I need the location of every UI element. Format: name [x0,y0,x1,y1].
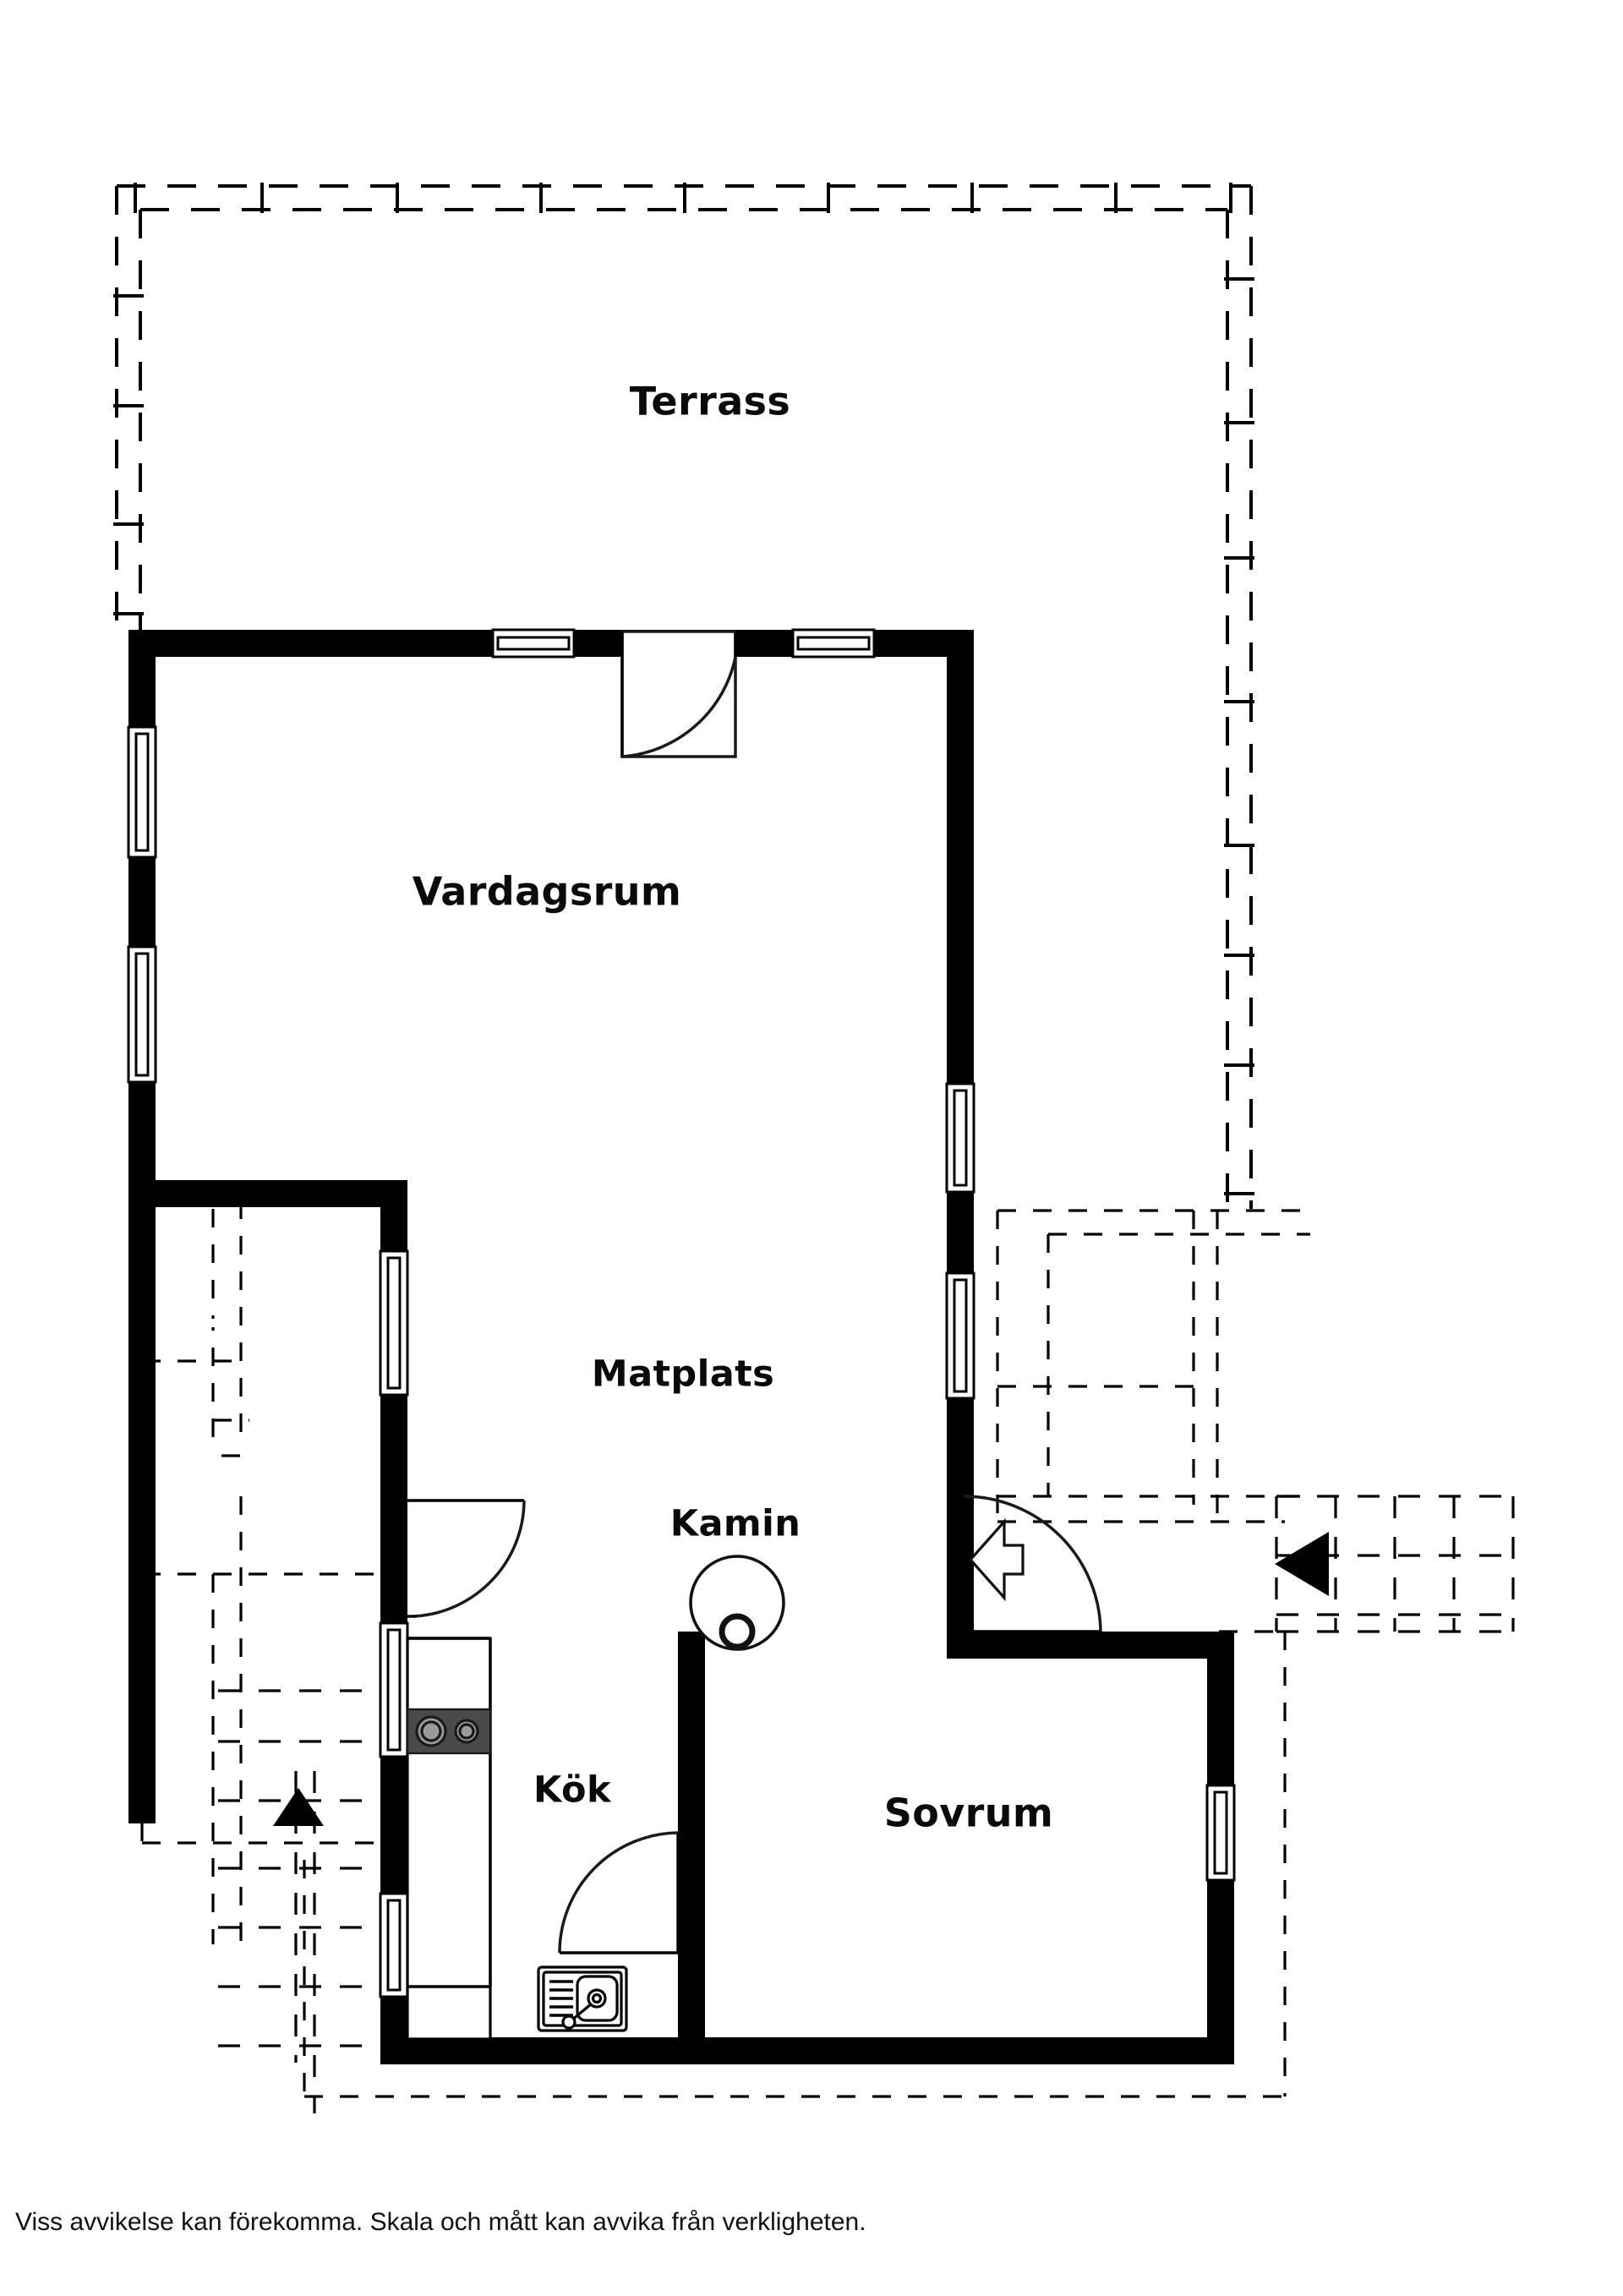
terrace-door[interactable] [620,630,737,758]
kamin-fixture [689,1555,785,1651]
kitchen-west-door[interactable] [407,1499,526,1618]
room-label-kok: Kök [533,1769,612,1812]
entry-direction-arrow-left-icon [1275,1532,1329,1596]
window-west-5 [379,1892,409,1998]
window-east-3 [1205,1784,1236,1882]
window-west-2 [127,945,157,1084]
east-approach-grid [1275,1495,1515,1633]
room-label-sovrum: Sovrum [884,1790,1053,1836]
window-north-2 [791,628,876,659]
cooktop-icon [406,1708,492,1755]
room-label-vardagsrum: Vardagsrum [413,869,681,915]
room-label-kamin: Kamin [670,1503,801,1545]
kitchen-bedroom-door[interactable] [558,1831,680,1954]
disclaimer-text: Viss avvikelse kan förekomma. Skala och … [15,2208,866,2236]
window-north-1 [491,628,576,659]
sink-icon [537,1965,628,2032]
approach-direction-arrow-up-icon [273,1788,324,1826]
kitchen-fixtures [406,1637,628,2041]
window-east-2 [945,1271,975,1400]
window-west-3 [379,1249,409,1397]
room-labels: Terrass Vardagsrum Matplats Kamin Kök So… [413,379,1053,1836]
door-swing-arrow-left-icon [968,1517,1025,1602]
room-label-matplats: Matplats [592,1353,774,1396]
west-approach-grid [218,1689,389,2113]
exterior-walls [128,630,1234,2064]
window-west-1 [127,725,157,859]
window-west-4 [379,1621,409,1758]
room-label-terrass: Terrass [630,379,790,424]
terrace-outline [113,183,1254,1209]
entrance-door[interactable] [962,1495,1102,1633]
window-east-1 [945,1082,975,1194]
windows [127,628,1236,1998]
